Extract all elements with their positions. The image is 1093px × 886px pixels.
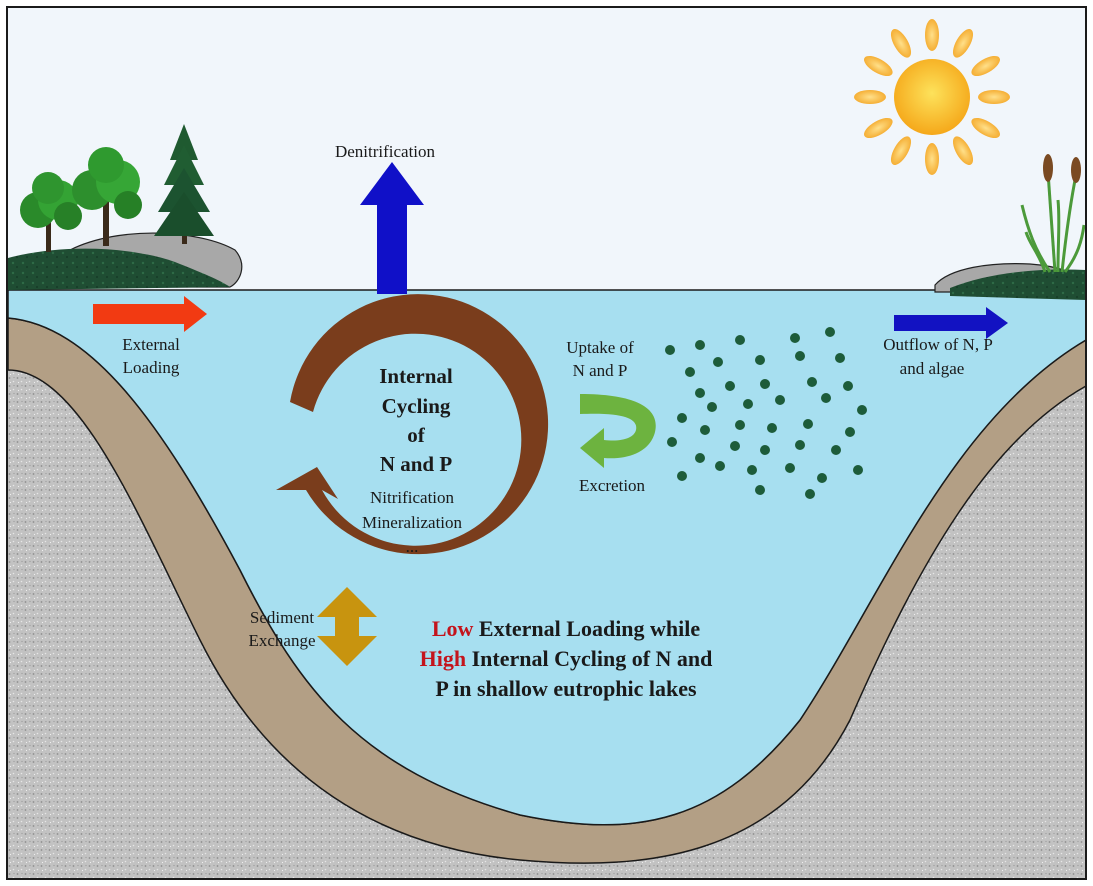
algae-cell <box>735 420 745 430</box>
algae-cell <box>853 465 863 475</box>
algae-cell <box>760 445 770 455</box>
cattail-head-icon <box>1071 157 1081 183</box>
cycle-title-line2: Cycling <box>382 394 451 418</box>
sun-ray-icon <box>890 29 912 58</box>
algae-cell <box>805 489 815 499</box>
outflow-label-line1: Outflow of N, P <box>883 335 993 354</box>
lake-water <box>7 289 1087 826</box>
sun-ray-icon <box>864 117 893 139</box>
sun-ray-icon <box>925 19 939 51</box>
algae-cell <box>695 453 705 463</box>
algae-cell <box>825 327 835 337</box>
algae-cell <box>807 377 817 387</box>
sun-icon <box>854 19 1010 175</box>
uptake-excretion-arrow <box>580 394 656 468</box>
summary-line1-rest: External Loading while <box>473 616 700 641</box>
sun-ray-icon <box>952 136 974 165</box>
algae-cell <box>835 353 845 363</box>
uptake-label-line2: N and P <box>573 361 628 380</box>
external-loading-label-line1: External <box>122 335 180 354</box>
algae-cell <box>685 367 695 377</box>
sun-ray-icon <box>864 55 893 77</box>
algae-cell <box>775 395 785 405</box>
sediment-exchange-label-line1: Sediment <box>250 608 314 627</box>
algae-cell <box>785 463 795 473</box>
cycle-process-ellipsis: ... <box>406 537 419 556</box>
algae-cell <box>831 445 841 455</box>
algae-cell <box>767 423 777 433</box>
algae-cell <box>790 333 800 343</box>
algae-cell <box>667 437 677 447</box>
cattail-head-icon <box>1043 154 1053 182</box>
outflow-arrow <box>894 307 1008 339</box>
algae-cell <box>707 402 717 412</box>
external-loading-arrow <box>93 296 207 332</box>
algae-cell <box>677 413 687 423</box>
internal-cycling-arrow <box>276 294 549 555</box>
algae-cell <box>730 441 740 451</box>
cycle-title: Internal Cycling of N and P <box>379 364 453 476</box>
excretion-label: Excretion <box>579 476 646 495</box>
algae-cell <box>803 419 813 429</box>
summary-low-emphasis: Low <box>432 616 474 641</box>
cycle-title-line3: of <box>407 423 426 447</box>
algae-cell <box>713 357 723 367</box>
sun-ray-icon <box>890 136 912 165</box>
algae-cell <box>725 381 735 391</box>
algae-cell <box>817 473 827 483</box>
algae-cell <box>755 485 765 495</box>
algae-cell <box>747 465 757 475</box>
outflow-label-line2: and algae <box>900 359 965 378</box>
algae-cluster <box>665 327 867 499</box>
denitrification-label: Denitrification <box>335 142 436 161</box>
cycle-process-mineralization: Mineralization <box>362 513 463 532</box>
algae-cell <box>695 388 705 398</box>
summary-line3: P in shallow eutrophic lakes <box>435 676 697 701</box>
pine-tree-icon <box>154 124 214 244</box>
algae-cell <box>735 335 745 345</box>
cycle-process-nitrification: Nitrification <box>370 488 455 507</box>
algae-cell <box>845 427 855 437</box>
algae-cell <box>695 340 705 350</box>
algae-cell <box>743 399 753 409</box>
sediment-exchange-arrow <box>317 587 377 666</box>
summary-text: Low External Loading while High Internal… <box>420 616 713 701</box>
sun-ray-icon <box>925 143 939 175</box>
summary-line2: High Internal Cycling of N and <box>420 646 713 671</box>
right-shore-grass <box>950 269 1086 300</box>
algae-cell <box>843 381 853 391</box>
left-shore-grass <box>8 248 230 290</box>
cycle-title-line4: N and P <box>380 452 453 476</box>
cycle-title-line1: Internal <box>379 364 453 388</box>
deciduous-tree-icon <box>72 147 142 246</box>
sun-ray-icon <box>952 29 974 58</box>
external-loading-label-line2: Loading <box>123 358 180 377</box>
algae-cell <box>857 405 867 415</box>
algae-cell <box>665 345 675 355</box>
algae-cell <box>760 379 770 389</box>
algae-cell <box>755 355 765 365</box>
summary-line2-rest: Internal Cycling of N and <box>466 646 712 671</box>
sun-ray-icon <box>971 55 1000 77</box>
denitrification-arrow <box>360 162 424 294</box>
algae-cell <box>795 440 805 450</box>
algae-cell <box>700 425 710 435</box>
sediment-exchange-label-line2: Exchange <box>248 631 315 650</box>
sun-ray-icon <box>971 117 1000 139</box>
algae-cell <box>795 351 805 361</box>
diagram-frame <box>6 6 1087 880</box>
algae-cell <box>715 461 725 471</box>
summary-high-emphasis: High <box>420 646 466 671</box>
sun-ray-icon <box>854 90 886 104</box>
algae-cell <box>821 393 831 403</box>
summary-line1: Low External Loading while <box>432 616 701 641</box>
deciduous-tree-icon <box>20 172 82 252</box>
algae-cell <box>677 471 687 481</box>
uptake-label-line1: Uptake of <box>566 338 634 357</box>
sun-ray-icon <box>978 90 1010 104</box>
